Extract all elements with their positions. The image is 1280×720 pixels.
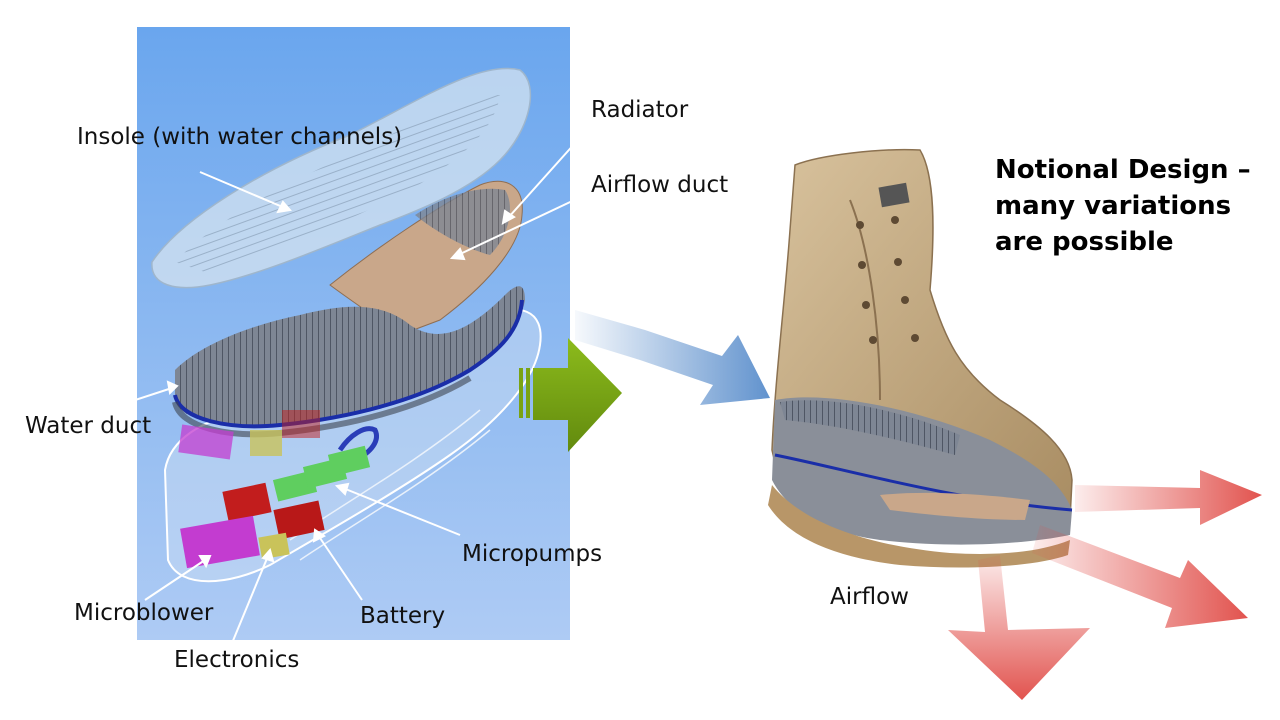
airflow-duct-label: Airflow duct [591, 172, 729, 198]
leader-lines [119, 131, 586, 649]
note-line-1: Notional Design – [995, 155, 1251, 185]
water-duct-label: Water duct [25, 413, 152, 439]
battery-label: Battery [360, 603, 446, 629]
insole-label: Insole (with water channels) [77, 124, 403, 150]
notional-design-note: Notional Design – many variations are po… [995, 152, 1251, 260]
note-line-3: are possible [995, 227, 1174, 257]
microblower-label: Microblower [74, 600, 214, 626]
components [178, 410, 379, 569]
electronics-label: Electronics [174, 647, 300, 673]
water-duct-line [173, 299, 524, 429]
radiator-label: Radiator [591, 97, 689, 123]
outflow-arrows [948, 470, 1262, 700]
micropumps-label: Micropumps [462, 541, 603, 567]
transition-arrow [519, 338, 622, 452]
boot-graphic [768, 148, 1073, 568]
battery-part [222, 482, 272, 522]
inflow-arrow [575, 310, 770, 405]
insole-graphic [151, 67, 532, 289]
note-line-2: many variations [995, 191, 1232, 221]
airflow-label: Airflow [830, 584, 909, 610]
electronics-part [258, 532, 290, 560]
